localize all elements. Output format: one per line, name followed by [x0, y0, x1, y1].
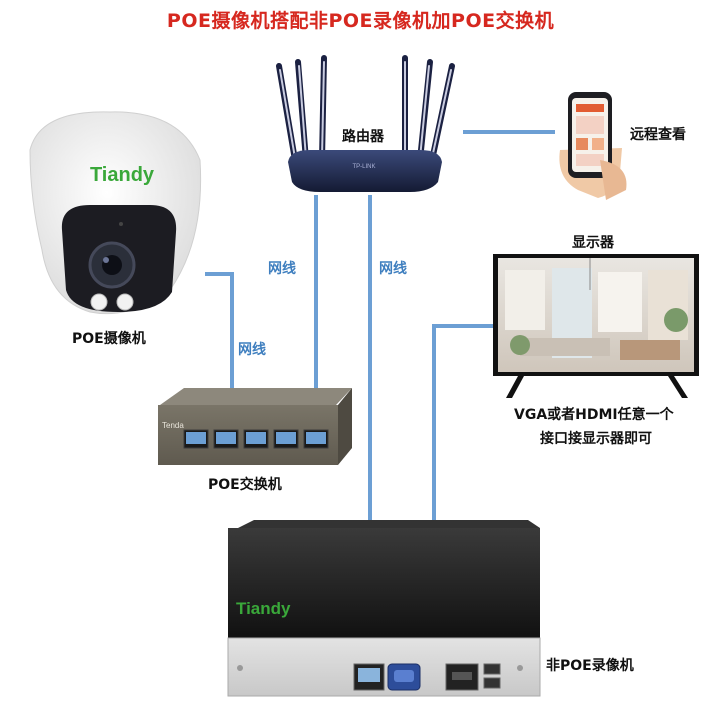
phone-label: 远程查看 [630, 127, 686, 143]
monitor-note-line2: 接口接显示器即可 [540, 431, 652, 447]
poe-camera: Tiandy [29, 111, 202, 315]
nvr-label: 非POE录像机 [546, 658, 634, 674]
diagram-title: POE摄像机搭配非POE录像机加POE交换机 [166, 10, 555, 32]
cable-label-router-nvr: 网线 [379, 261, 407, 277]
cable-label-router-switch: 网线 [268, 261, 296, 277]
nvr-brand: Tiandy [236, 599, 291, 618]
monitor-note-line1: VGA或者HDMI任意一个 [514, 407, 674, 423]
monitor [493, 254, 699, 398]
camera-ir-led-left [90, 293, 108, 311]
router-label: 路由器 [342, 129, 384, 145]
phone [559, 92, 627, 200]
cable-camera-switch [205, 272, 234, 432]
router-brand: TP-LINK [352, 164, 375, 170]
monitor-label: 显示器 [572, 235, 614, 251]
camera-label: POE摄像机 [72, 331, 146, 347]
camera-ir-led-right [116, 293, 134, 311]
nvr-screw-left [237, 665, 243, 671]
cable-label-camera-switch: 网线 [238, 342, 266, 358]
nvr-usb-ports [483, 663, 501, 689]
router: TP-LINK [276, 55, 455, 192]
camera-brand: Tiandy [90, 164, 155, 186]
switch-label: POE交换机 [208, 477, 282, 493]
poe-switch: Tenda [158, 388, 352, 465]
cable-nvr-monitor [432, 324, 500, 601]
nvr: Tiandy [227, 520, 541, 697]
router-body [288, 150, 442, 192]
switch-brand: Tenda [162, 421, 184, 430]
nvr-top [228, 528, 540, 638]
monitor-stand-right [668, 376, 688, 398]
nvr-screw-right [517, 665, 523, 671]
monitor-stand-left [506, 376, 524, 398]
